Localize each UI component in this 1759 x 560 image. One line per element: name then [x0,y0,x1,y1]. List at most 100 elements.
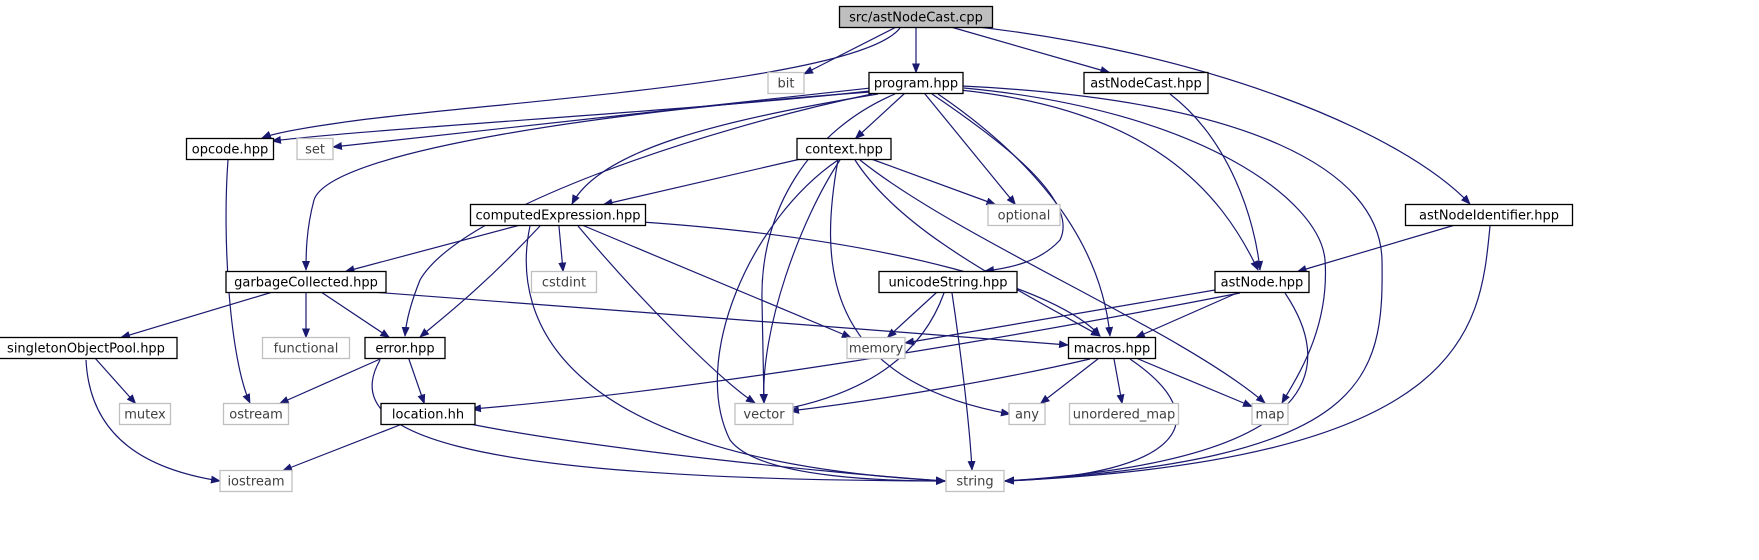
node-box [364,336,446,360]
edge-macros_hpp-to-unordered_map [1113,358,1125,405]
node-error_hpp[interactable]: error.hpp [364,336,446,360]
node-box [469,203,647,227]
edge-macros_hpp-to-map [1136,357,1253,408]
node-box [222,402,290,426]
edge-macros_hpp-to-any [1039,358,1099,405]
node-label: functional [274,342,339,357]
node-garbageCollected_hpp[interactable]: garbageCollected.hpp [225,270,387,294]
edge-astNodeIdentifier_hpp-to-string [1004,225,1491,485]
node-label: unicodeString.hpp [888,276,1007,291]
edge-context_hpp-to-map [859,159,1266,404]
edge-context_hpp-to-vector [759,159,841,404]
node-label: astNodeIdentifier.hpp [1419,209,1559,224]
node-mutex: mutex [118,402,172,426]
node-box [868,71,964,95]
edge-error_hpp-to-string [371,359,946,485]
edge-garbageCollected_hpp-to-macros_hpp [371,291,1069,349]
edge-unicodeString_hpp-to-memory [886,292,937,339]
node-box [530,270,598,294]
node-iostream: iostream [219,469,293,493]
node-box [225,270,387,294]
node-label: mutex [124,408,166,423]
edge-context_hpp-to-any [829,159,1011,417]
node-label: opcode.hpp [192,143,268,158]
node-label: location.hh [392,408,464,423]
node-label: context.hpp [805,143,883,158]
edge-astNode_hpp-to-location_hh [471,292,1241,413]
node-label: memory [849,342,904,357]
edge-program_hpp-to-unicodeString_hpp [931,93,1064,274]
node-astNode_hpp[interactable]: astNode.hpp [1214,270,1310,294]
edge-astNode_hpp-to-macros_hpp [1134,291,1239,339]
edge-astNodeCast_cpp-to-astNodeIdentifier_hpp [959,24,1471,205]
node-box [796,137,892,161]
node-opcode_hpp[interactable]: opcode.hpp [185,137,275,161]
node-label: error.hpp [375,342,434,357]
edge-computedExpression_hpp-to-vector [577,225,756,404]
edge-location_hh-to-iostream [282,423,402,472]
node-label: set [305,143,325,158]
edge-astNodeCast_hpp-to-astNode_hpp [1169,93,1264,271]
edge-error_hpp-to-ostream [278,357,382,405]
node-box [1083,71,1209,95]
edge-unicodeString_hpp-to-string [951,292,976,471]
node-box [1404,203,1574,227]
node-box [296,137,334,161]
node-computedExpression_hpp[interactable]: computedExpression.hpp [469,203,647,227]
node-label: src/astNodeCast.cpp [849,11,983,26]
node-box [878,270,1018,294]
node-label: iostream [227,475,284,490]
edge-program_hpp-to-macros_hpp [937,93,1114,337]
node-label: any [1015,408,1039,423]
node-context_hpp[interactable]: context.hpp [796,137,892,161]
node-macros_hpp[interactable]: macros.hpp [1067,336,1157,360]
node-box [380,402,476,426]
edge-astNode_hpp-to-memory [904,289,1216,346]
edge-context_hpp-to-optional [872,158,997,206]
edge-opcode_hpp-to-ostream [225,159,251,404]
node-label: cstdint [542,276,586,291]
node-box [0,336,178,360]
node-vector: vector [734,402,794,426]
node-astNodeCast_hpp[interactable]: astNodeCast.hpp [1083,71,1209,95]
node-memory: memory [846,336,906,360]
node-box [1067,336,1157,360]
edge-program_hpp-to-astNode_hpp [959,89,1259,271]
node-unicodeString_hpp[interactable]: unicodeString.hpp [878,270,1018,294]
edge-macros_hpp-to-vector [789,358,1091,414]
node-singletonObjectPool_hpp[interactable]: singletonObjectPool.hpp [0,336,178,360]
node-label: program.hpp [874,77,958,92]
node-label: singletonObjectPool.hpp [7,342,165,357]
edge-program_hpp-to-opcode_hpp [271,90,871,144]
edge-computedExpression_hpp-to-string [525,225,946,485]
edge-unicodeString_hpp-to-vector [779,292,945,413]
node-ostream: ostream [222,402,290,426]
edge-singletonObjectPool_hpp-to-mutex [94,358,137,405]
edge-program_hpp-to-garbageCollected_hpp [302,91,871,271]
node-any: any [1008,402,1046,426]
node-box [734,402,794,426]
node-label: ostream [229,408,283,423]
node-box [185,137,275,161]
node-set: set [296,137,334,161]
node-program_hpp[interactable]: program.hpp [868,71,964,95]
edge-singletonObjectPool_hpp-to-iostream [85,359,221,484]
node-astNodeCast_cpp[interactable]: src/astNodeCast.cpp [838,5,994,29]
edge-garbageCollected_hpp-to-singletonObjectPool_hpp [120,291,272,339]
node-unordered_map: unordered_map [1068,402,1180,426]
node-box [261,336,351,360]
node-label: bit [778,77,795,92]
node-optional: optional [987,203,1061,227]
node-location_hh[interactable]: location.hh [380,402,476,426]
node-box [1251,402,1289,426]
edge-astNode_hpp-to-string [1004,292,1309,485]
edge-computedExpression_hpp-to-memory [582,224,852,339]
node-astNodeIdentifier_hpp[interactable]: astNodeIdentifier.hpp [1404,203,1574,227]
node-box [767,71,805,95]
node-label: astNode.hpp [1221,276,1304,291]
node-box [1214,270,1310,294]
edge-computedExpression_hpp-to-error_hpp [419,225,541,338]
node-box [118,402,172,426]
node-label: astNodeCast.hpp [1090,77,1202,92]
